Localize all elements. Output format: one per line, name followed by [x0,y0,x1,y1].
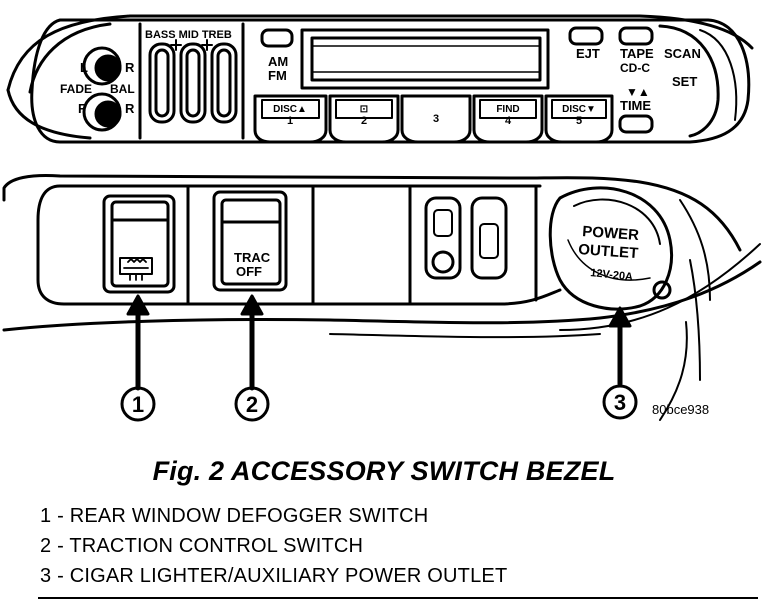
callout-arrow-1 [126,294,150,391]
scan-label: SCAN [664,46,701,61]
traction-control-switch[interactable] [212,190,288,292]
fade-knob[interactable] [82,92,122,132]
preset-1-number: 1 [287,115,293,127]
off-label: OFF [236,264,262,279]
rear-defogger-switch[interactable] [102,194,176,294]
callout-circle-3 [602,384,638,420]
callout-circle-1 [120,386,156,422]
radio-head-unit [6,14,754,144]
radio-l-label: L [80,60,88,75]
preset-1-top-label: DISC▲ [273,104,307,115]
time-button[interactable] [618,114,654,134]
preset-2-number: 2 [361,115,367,127]
preset-button-4[interactable] [472,94,544,144]
bass-mid-treb-label: BASS MID TREB [145,29,232,41]
preset-2-top-label: ⊡ [360,104,368,115]
outlet-outlet-label: OUTLET [578,241,639,262]
preset-4-top-label: FIND [496,104,519,115]
rear-defogger-icon [123,258,149,281]
callout-number-1: 1 [132,392,144,417]
switch-bezel [2,174,762,421]
preset-button-5[interactable] [544,94,614,144]
am-label: AM [268,54,288,69]
radio-r-bottom-label: R [125,101,135,116]
callout-circle-2 [234,386,270,422]
cdc-label: CD-C [620,61,650,75]
mid-slider[interactable] [179,42,207,124]
trac-label: TRAC [234,250,271,265]
cassette-door [300,28,550,90]
figure-caption: Fig. 2 ACCESSORY SWITCH BEZEL [152,456,616,486]
outlet-rating-label: 12V-20A [590,267,634,283]
legend-item-2: 2 - TRACTION CONTROL SWITCH [40,535,364,557]
preset-3-number: 3 [433,113,439,125]
eject-button[interactable] [568,26,604,46]
callout-arrow-2 [240,294,264,391]
scan-set-knob[interactable] [658,24,720,138]
am-fm-button[interactable] [260,28,294,48]
figure-code: 80bce938 [652,402,709,417]
legend-item-3: 3 - CIGAR LIGHTER/AUXILIARY POWER OUTLET [40,565,508,587]
radio-r-top-label: R [125,60,135,75]
time-arrows-icon: ▼▲ [626,85,650,99]
radio-f-label: F [78,101,86,116]
callout-number-2: 2 [246,392,258,417]
set-label: SET [672,74,697,89]
preset-button-2[interactable] [328,94,400,144]
preset-4-number: 4 [505,115,512,127]
preset-5-top-label: DISC▼ [562,104,596,115]
preset-button-1[interactable] [253,94,328,144]
radio-bal-label: BAL [110,82,135,96]
preset-5-number: 5 [576,115,582,127]
legend-item-1: 1 - REAR WINDOW DEFOGGER SWITCH [40,505,429,527]
outlet-power-label: POWER [582,223,640,244]
callout-number-3: 3 [614,390,626,415]
blank-switch-slots [424,196,508,280]
bottom-rule [38,597,758,599]
tape-label: TAPE [620,46,654,61]
treb-slider[interactable] [210,42,238,124]
fm-label: FM [268,68,287,83]
radio-fade-label: FADE [60,82,92,96]
bass-slider[interactable] [148,42,176,124]
preset-button-3[interactable] [400,94,472,144]
ejt-label: EJT [576,46,600,61]
time-label: TIME [620,98,651,113]
callout-arrow-3 [608,306,632,387]
power-outlet-cap[interactable] [548,186,673,311]
balance-knob[interactable] [82,46,122,86]
tape-cd-button[interactable] [618,26,654,46]
